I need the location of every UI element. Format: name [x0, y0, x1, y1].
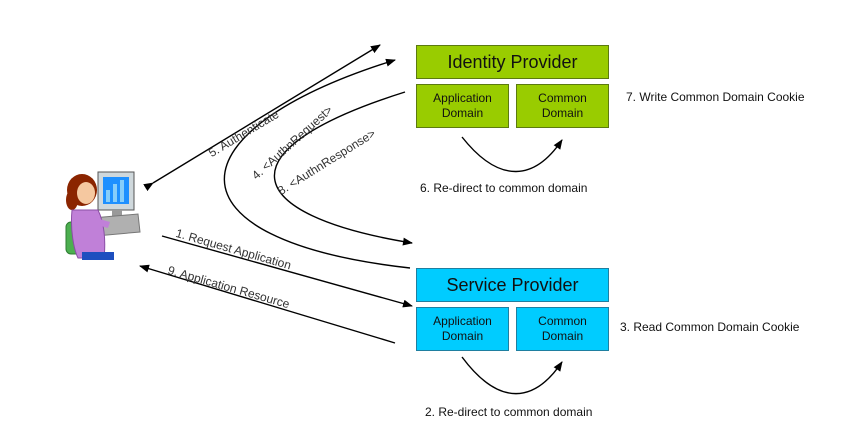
idp-common-domain-box: Common Domain: [516, 84, 609, 128]
idp-application-domain-box: Application Domain: [416, 84, 509, 128]
step-2-label: 2. Re-direct to common domain: [425, 405, 593, 419]
request-application-arrow: [161, 235, 413, 308]
identity-provider-box: Identity Provider: [416, 45, 609, 79]
authn-response-arrow: [273, 91, 413, 246]
authn-request-arrow: [223, 58, 411, 269]
application-resource-arrow: [139, 264, 396, 344]
step-3-label: 3. Read Common Domain Cookie: [620, 320, 800, 334]
sp-common-domain-box: Common Domain: [516, 307, 609, 351]
sp-redirect-arrow: [461, 356, 563, 395]
service-provider-box: Service Provider: [416, 268, 609, 302]
identity-provider-title: Identity Provider: [447, 51, 578, 72]
step-7-label: 7. Write Common Domain Cookie: [626, 90, 805, 104]
sp-application-domain-box: Application Domain: [416, 307, 509, 351]
service-provider-title: Service Provider: [446, 274, 579, 295]
idp-application-domain-label: Application Domain: [433, 91, 492, 120]
authenticate-arrow: [143, 44, 381, 192]
idp-redirect-arrow: [461, 136, 563, 173]
idp-common-domain-label: Common Domain: [538, 91, 587, 120]
sp-application-domain-label: Application Domain: [433, 314, 492, 343]
sp-common-domain-label: Common Domain: [538, 314, 587, 343]
step-6-label: 6. Re-direct to common domain: [420, 181, 588, 195]
